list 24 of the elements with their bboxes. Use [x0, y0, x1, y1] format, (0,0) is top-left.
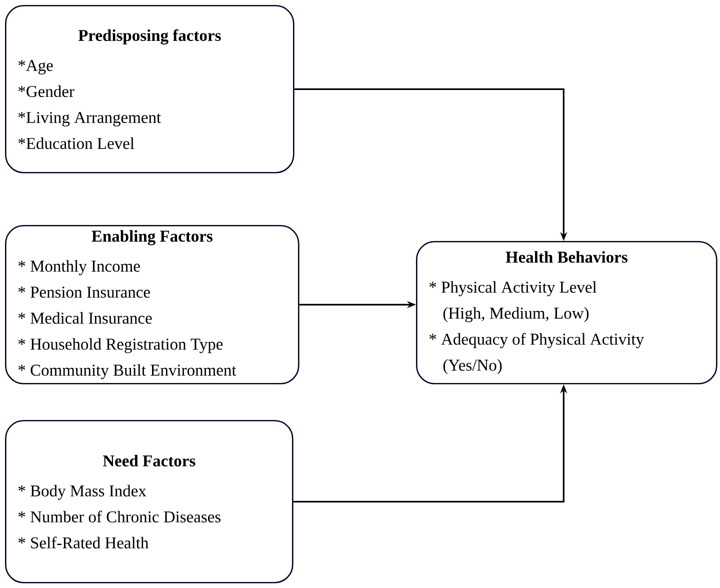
box-heading: Health Behaviors — [506, 251, 628, 263]
list-item: * Adequacy of Physical Activity — [429, 333, 644, 348]
list-item: (High, Medium, Low) — [443, 307, 589, 322]
list-item: * Household Registration Type — [18, 338, 223, 354]
factor-box — [5, 420, 294, 584]
list-item: * Body Mass Index — [18, 484, 146, 500]
list-item: *Living Arrangement — [18, 112, 161, 126]
list-item: * Physical Activity Level — [429, 281, 597, 296]
factor-box — [416, 241, 718, 384]
list-item: (Yes/No) — [443, 359, 502, 374]
list-item: * Self-Rated Health — [18, 536, 148, 548]
list-item: *Gender — [18, 85, 74, 98]
factor-box — [5, 5, 294, 174]
list-item: * Number of Chronic Diseases — [18, 510, 221, 522]
box-heading: Predisposing factors — [78, 29, 221, 45]
list-item: * Medical Insurance — [18, 312, 152, 324]
list-item: * Pension Insurance — [18, 286, 150, 298]
list-item: * Community Built Environment — [18, 364, 236, 380]
box-heading: Enabling Factors — [92, 230, 212, 246]
list-item: *Age — [18, 60, 53, 74]
list-item: * Monthly Income — [18, 260, 140, 276]
factor-box — [5, 225, 300, 384]
box-heading: Need Factors — [102, 454, 196, 466]
list-item: *Education Level — [18, 137, 134, 150]
